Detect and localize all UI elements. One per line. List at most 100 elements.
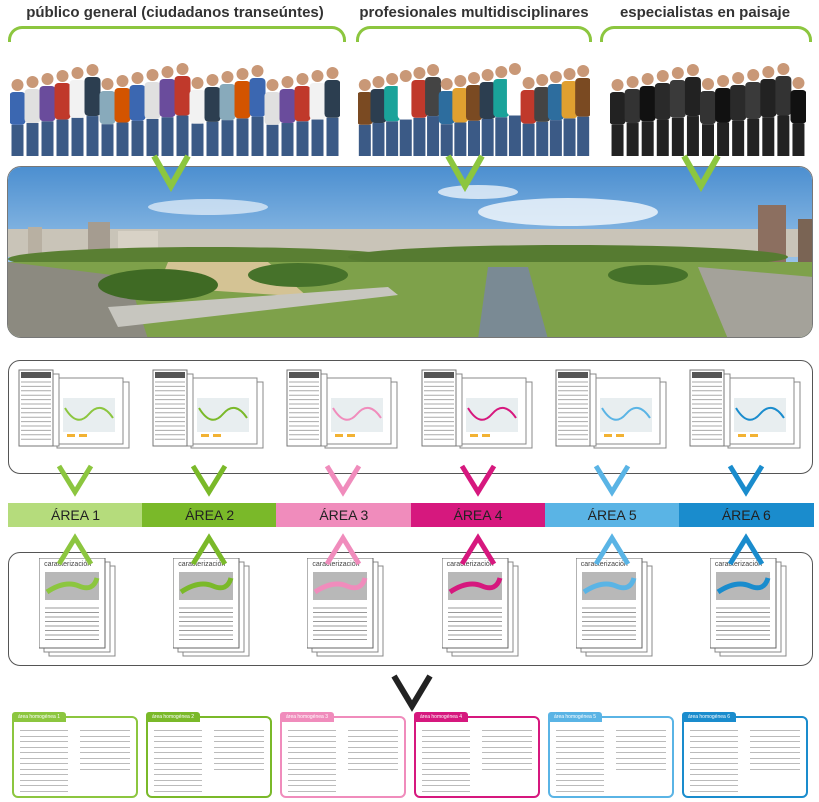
characterization-doc-stack: caracterización [441,558,522,658]
chevron-down-icon [727,464,765,497]
person-figure [69,67,86,156]
person-figure [547,71,564,156]
crowd-specialists [610,63,806,156]
area-summary-card: área homogénea 3 [280,712,406,798]
chevron-up-icon [459,533,496,566]
person-figure [534,74,551,156]
person-figure [219,71,236,156]
person-figure [129,72,146,156]
characterization-title: caracterización [446,561,494,568]
survey-sheet-stack [285,368,401,454]
area-label-bar: ÁREA 3 [276,503,412,527]
area-label: ÁREA 3 [319,507,369,523]
person-figure [279,76,296,156]
chevron-down-icon [445,154,485,192]
characterization-doc-stack: caracterización [39,558,119,658]
chevron-up-icon [56,533,94,566]
area-label-bar: ÁREA 4 [410,503,546,527]
person-figure [669,67,686,156]
person-figure [684,64,701,156]
survey-sheet-stack [151,368,267,454]
card-tab-title: área homogénea 6 [682,712,736,722]
person-figure [370,76,387,156]
person-figure [10,79,26,156]
river-landscape-photo [7,166,813,338]
card-tab-title: área homogénea 3 [280,712,334,722]
bracket-specialists [600,26,812,42]
characterization-doc-stack: caracterización [307,558,387,658]
person-figure [610,79,626,156]
characterization-title: caracterización [44,561,92,568]
area-label: ÁREA 5 [587,507,637,523]
person-figure [114,75,131,156]
person-figure [39,73,56,156]
person-figure [452,75,469,156]
card-tab-title: área homogénea 1 [12,712,66,722]
person-figure [99,78,116,156]
survey-sheet-stack [17,368,133,454]
person-figure [54,70,71,156]
characterization-title: caracterización [714,561,762,568]
area-label-bar: ÁREA 5 [544,503,680,527]
person-figure [438,78,455,156]
person-figure [790,77,806,156]
person-figure [411,67,428,156]
person-figure [24,76,41,156]
area-summary-card: área homogénea 4 [414,712,540,798]
person-figure [204,74,221,156]
person-figure [624,76,641,156]
person-figure [234,68,251,156]
survey-sheet-stack [554,368,670,454]
person-figure [425,64,442,156]
characterization-doc-stack: caracterización [173,558,253,658]
area-label-bar: ÁREA 2 [142,503,278,527]
card-tab-title: área homogénea 2 [146,712,200,722]
bracket-public [8,26,346,42]
person-figure [249,65,266,156]
person-figure [561,68,578,156]
area-label: ÁREA 1 [50,507,101,523]
chevron-down-icon [391,674,433,712]
chevron-down-icon [191,464,228,497]
person-figure [189,77,206,156]
characterization-title: caracterización [580,561,628,568]
person-figure [639,73,656,156]
chevron-up-icon [191,533,228,566]
group-label-specialists: especialistas en paisaje [619,4,791,21]
crowd-public [10,63,340,156]
area-summary-card: área homogénea 2 [146,712,272,798]
chevron-up-icon [325,533,362,566]
characterization-doc-stack: caracterización [575,558,656,658]
chevron-up-icon [727,533,765,566]
person-figure [745,69,762,156]
area-summary-card: área homogénea 6 [682,712,808,798]
person-figure [174,63,191,156]
chevron-down-icon [593,464,630,497]
person-figure [144,69,161,156]
area-label: ÁREA 4 [453,507,503,523]
area-label: ÁREA 2 [185,507,235,523]
person-figure [84,64,101,156]
person-figure [506,63,523,156]
card-tab-title: área homogénea 4 [414,712,468,722]
person-figure [775,63,792,156]
area-label: ÁREA 6 [721,507,771,523]
person-figure [324,67,340,156]
survey-panel [8,360,813,474]
characterization-title: caracterización [312,561,360,568]
person-figure [397,70,414,156]
survey-sheet-stack [688,368,804,454]
person-figure [760,66,777,156]
characterization-doc-stack: caracterización [709,558,790,658]
person-figure [730,72,747,156]
person-figure [575,65,590,156]
area-summary-card: área homogénea 5 [548,712,674,798]
group-label-public: público general (ciudadanos transeúntes) [26,4,324,21]
chevron-down-icon [681,154,721,192]
person-figure [264,79,281,156]
person-figure [715,75,732,156]
area-label-bar: ÁREA 1 [8,503,143,527]
person-figure [466,72,482,156]
chevron-down-icon [151,154,191,192]
characterization-title: caracterización [178,561,226,568]
